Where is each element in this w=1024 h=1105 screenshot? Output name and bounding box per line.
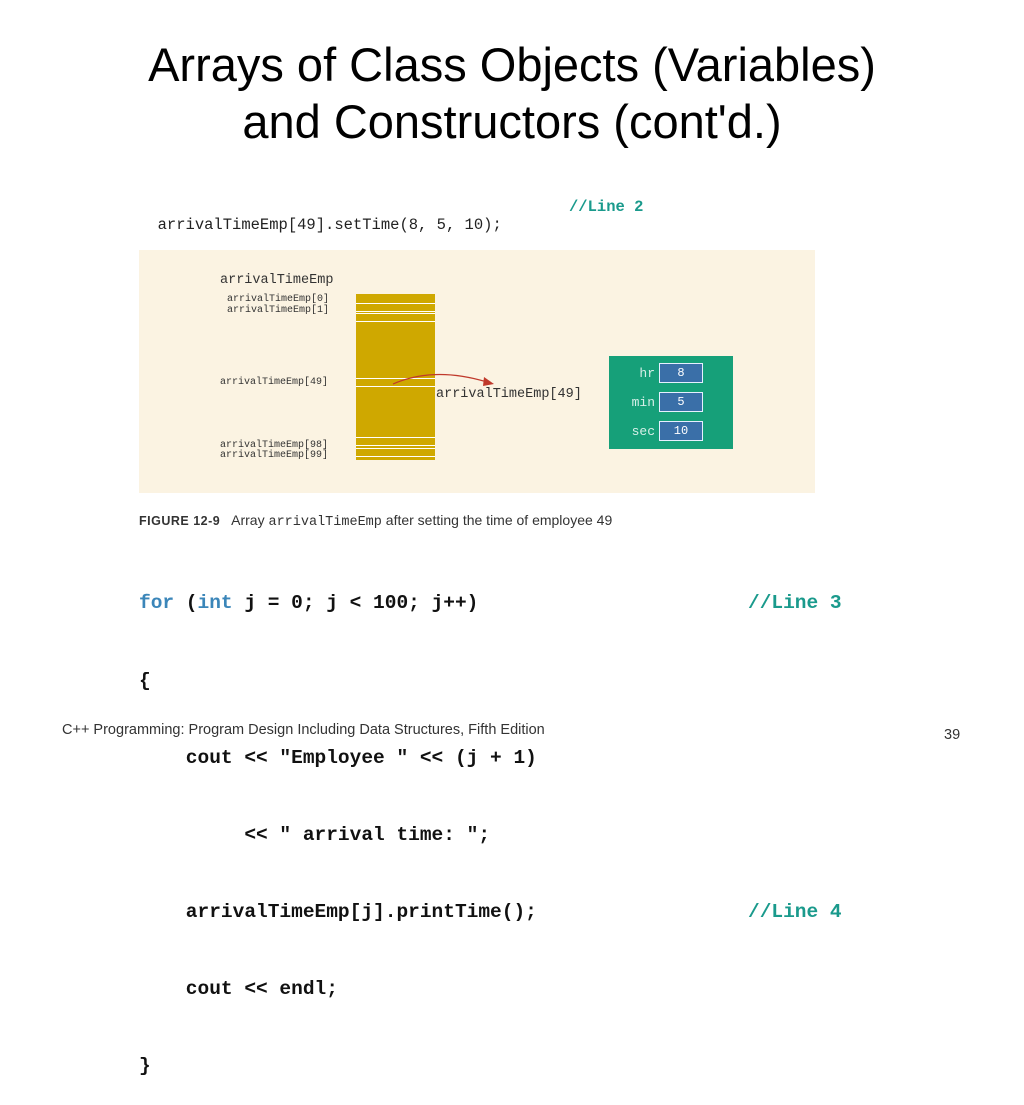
slide-title-line-2: and Constructors (cont'd.)	[242, 95, 782, 148]
index-label-98: arrivalTimeEmp[98]	[220, 440, 329, 451]
index-label-0: arrivalTimeEmp[0]	[227, 294, 330, 305]
pointer-label: arrivalTimeEmp[49]	[436, 387, 582, 402]
code-block: for (int j = 0; j < 100; j++)//Line 3 { …	[139, 540, 842, 1105]
slide-title-line-1: Arrays of Class Objects (Variables)	[148, 38, 876, 91]
code-line-5: arrivalTimeEmp[j].printTime(); //Line 4	[139, 900, 842, 926]
code-line-2: {	[139, 669, 151, 692]
index-label-99: arrivalTimeEmp[99]	[220, 450, 329, 461]
array-cell-divider	[356, 437, 435, 446]
code-line-7: }	[139, 1054, 151, 1077]
caption-text-before: Array	[231, 512, 265, 528]
object-box: hr 8 min 5 sec 10	[609, 356, 733, 449]
figure-caption: FIGURE 12-9 Array arrivalTimeEmp after s…	[139, 512, 612, 530]
field-value-sec: 10	[659, 421, 703, 441]
slide-title: Arrays of Class Objects (Variables) and …	[0, 36, 1024, 150]
field-value-hr: 8	[659, 363, 703, 383]
statement-comment: //Line 2	[569, 198, 644, 216]
statement-text: arrivalTimeEmp[49].setTime(8, 5, 10);	[157, 216, 502, 234]
comment-line-4: //Line 4	[748, 900, 842, 923]
code-line-6: cout << endl;	[139, 977, 338, 1000]
keyword-int: int	[197, 592, 233, 615]
comment-line-3: //Line 3	[748, 592, 842, 615]
field-name-sec: sec	[631, 424, 655, 439]
index-label-49: arrivalTimeEmp[49]	[220, 377, 329, 388]
page-number: 39	[944, 727, 961, 743]
caption-text-after: after setting the time of employee 49	[385, 512, 613, 528]
field-name-hr: hr	[639, 366, 655, 381]
top-code-statement: arrivalTimeEmp[49].setTime(8, 5, 10); //…	[139, 198, 644, 252]
field-value-min: 5	[659, 392, 703, 412]
array-cell-divider	[356, 448, 435, 457]
array-cell-divider	[356, 303, 435, 312]
index-label-1: arrivalTimeEmp[1]	[227, 305, 330, 316]
keyword-for: for	[139, 592, 175, 615]
code-line-4: << " arrival time: ";	[139, 823, 491, 846]
code-print-time: arrivalTimeEmp[j].printTime();	[139, 900, 537, 923]
field-name-min: min	[631, 395, 655, 410]
footer-text: C++ Programming: Program Design Includin…	[62, 722, 545, 738]
code-line-3: cout << "Employee " << (j + 1)	[139, 746, 537, 769]
pointer-arrow	[392, 373, 494, 386]
arrow-curve	[392, 373, 488, 385]
code-paren: (	[174, 592, 198, 615]
code-line-1: for (int j = 0; j < 100; j++) //Line 3	[139, 591, 842, 617]
code-loop-rest: j = 0; j < 100; j++)	[232, 592, 479, 615]
array-cell-divider	[356, 313, 435, 322]
figure-number: FIGURE 12-9	[139, 514, 221, 528]
arrow-head	[483, 377, 494, 386]
array-figure: arrivalTimeEmp arrivalTimeEmp[0] arrival…	[139, 250, 815, 493]
caption-code-word: arrivalTimeEmp	[268, 515, 382, 530]
array-name-label: arrivalTimeEmp	[220, 273, 334, 288]
